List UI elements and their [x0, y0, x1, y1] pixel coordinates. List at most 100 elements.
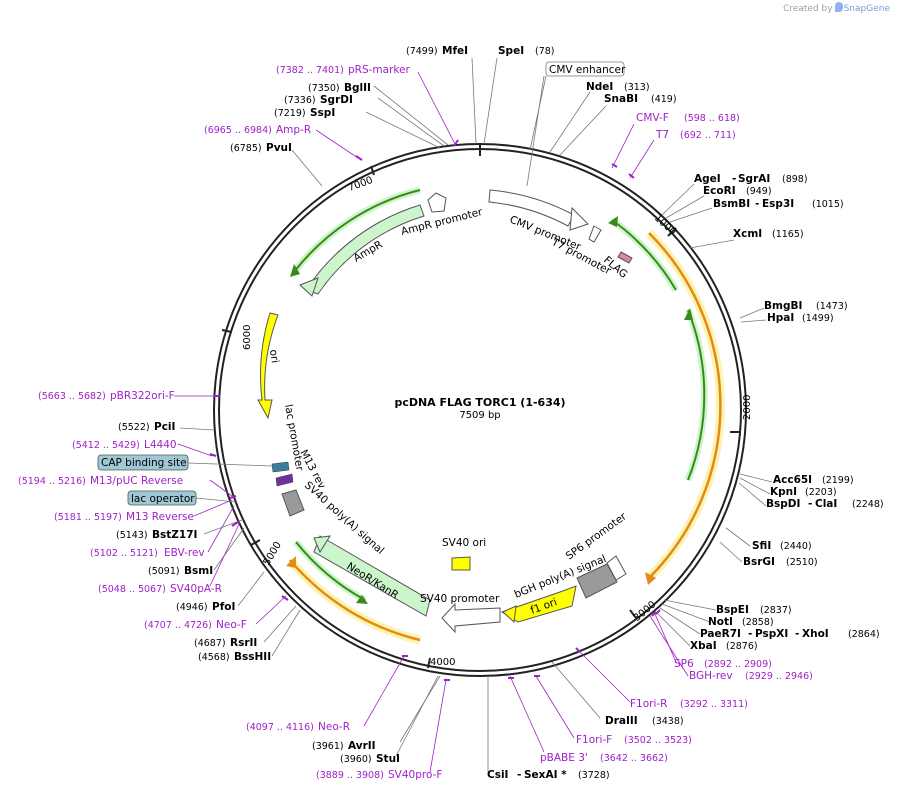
- tick-6000: [221, 329, 233, 333]
- sv40-polya-feature[interactable]: [281, 489, 305, 517]
- neor-kanr-head: [313, 535, 331, 554]
- primer-f1ori-r[interactable]: F1ori-R(3292 .. 3311): [630, 698, 748, 710]
- site-csii-sexai[interactable]: CsiI- SexAI *(3728): [487, 769, 610, 781]
- neor-kanr-feature[interactable]: [313, 535, 431, 617]
- site-ndei[interactable]: NdeI(313): [586, 81, 650, 93]
- primer-amp-r[interactable]: (6965 .. 6984)Amp-R: [204, 124, 311, 136]
- site-paer7i-pspxi-xhoi[interactable]: PaeR7I- PspXI- XhoI(2864): [700, 628, 880, 640]
- bgh-polya-feature[interactable]: [576, 563, 618, 599]
- primer-pbabe-3[interactable]: pBABE 3'(3642 .. 3662): [540, 752, 668, 764]
- plasmid-length: 7509 bp: [459, 410, 500, 421]
- site-bspei[interactable]: BspEI(2837): [716, 604, 792, 616]
- primer-t7[interactable]: T7(692 .. 711): [655, 129, 736, 141]
- ori-feature[interactable]: [257, 312, 279, 420]
- ampr-promoter-feature[interactable]: [427, 192, 447, 213]
- primer-ebv-rev[interactable]: (5102 .. 5121)EBV-rev: [90, 547, 205, 559]
- lower-orf-green-arrowhead: [356, 595, 368, 604]
- site-draiii[interactable]: DraIII(3438): [605, 715, 684, 727]
- primer-pbr322ori-f[interactable]: (5663 .. 5682)pBR322ori-F: [38, 390, 175, 402]
- f1-ori-head: [502, 605, 517, 624]
- label-ori: ori: [267, 349, 281, 364]
- f1-ori-feature[interactable]: [500, 585, 577, 623]
- site-mfei[interactable]: (7499)MfeI: [406, 45, 468, 57]
- tick-4000: [427, 657, 431, 669]
- site-sfii[interactable]: SfiI(2440): [752, 540, 812, 552]
- sv40-promoter-feature[interactable]: [441, 602, 501, 634]
- cmv-promoter-head: [569, 206, 589, 231]
- site-acc65i[interactable]: Acc65I(2199): [773, 474, 854, 486]
- site-xbai[interactable]: XbaI(2876): [690, 640, 758, 652]
- site-sspi[interactable]: (7219)SspI: [274, 107, 335, 119]
- svg-text:CAP binding site: CAP binding site: [101, 457, 187, 469]
- cap-binding-site-label[interactable]: CAP binding site: [97, 454, 189, 471]
- primer-neo-r[interactable]: (4097 .. 4116)Neo-R: [246, 721, 350, 733]
- label-sv40-ori: SV40 ori: [442, 537, 486, 549]
- site-bmgbi[interactable]: BmgBI(1473): [764, 300, 848, 312]
- lac-promoter-feature[interactable]: [271, 461, 290, 473]
- primer-sp6[interactable]: SP6(2892 .. 2909): [674, 658, 772, 670]
- primer-bgh-rev[interactable]: BGH-rev(2929 .. 2946): [689, 670, 813, 682]
- t7-promoter-feature[interactable]: [588, 225, 602, 243]
- primer-m13-puc-reverse[interactable]: (5194 .. 5216)M13/pUC Reverse: [18, 475, 183, 487]
- sp6-promoter-feature[interactable]: [606, 555, 627, 581]
- lac-operator-label[interactable]: lac operator: [127, 490, 197, 506]
- primer-neo-f[interactable]: (4707 .. 4726)Neo-F: [144, 619, 247, 631]
- site-noti[interactable]: NotI(2858): [708, 616, 774, 628]
- site-bsmbi-esp3i[interactable]: BsmBI- Esp3I(1015): [713, 198, 844, 210]
- ampr-orf-arc: [293, 189, 421, 273]
- primer-f1ori-f[interactable]: F1ori-F(3502 .. 3523): [576, 734, 692, 746]
- site-ecori[interactable]: EcoRI(949): [703, 185, 772, 197]
- site-avrii[interactable]: (3961)AvrII: [312, 740, 376, 752]
- primer-sv40pa-r[interactable]: (5048 .. 5067)SV40pA-R: [98, 583, 222, 595]
- site-bsmi[interactable]: (5091)BsmI: [148, 565, 213, 577]
- cmv-enhancer-label[interactable]: CMV enhancer: [545, 61, 626, 77]
- sv40-ori-feature[interactable]: [451, 556, 471, 571]
- svg-text:lac operator: lac operator: [131, 493, 195, 505]
- label-sv40-polya: SV40 poly(A) signal: [302, 479, 386, 557]
- site-rsrii[interactable]: (4687)RsrII: [194, 637, 257, 649]
- primer-l4440[interactable]: (5412 .. 5429)L4440: [72, 439, 177, 451]
- tick-marks: [221, 143, 740, 669]
- site-bsshii[interactable]: (4568)BssHII: [198, 651, 271, 663]
- site-bspdi-clai[interactable]: BspDI- ClaI(2248): [766, 498, 884, 510]
- site-pcii[interactable]: (5522)PciI: [118, 421, 175, 433]
- label-lac-promoter: lac promoter: [282, 403, 306, 472]
- site-bglii[interactable]: (7350)BglII: [308, 82, 371, 94]
- site-pvui[interactable]: (6785)PvuI: [230, 142, 292, 154]
- site-hpai[interactable]: HpaI(1499): [767, 312, 834, 324]
- site-bsrgi[interactable]: BsrGI(2510): [743, 556, 818, 568]
- tick-label-6000: 6000: [242, 325, 253, 350]
- site-snabi[interactable]: SnaBI(419): [604, 93, 677, 105]
- site-leader-lines: [179, 57, 773, 772]
- m13-rev-feature[interactable]: [275, 473, 294, 487]
- site-pfoi[interactable]: (4946)PfoI: [176, 601, 235, 613]
- ampr-feature-head: [299, 277, 319, 297]
- primer-m13-reverse[interactable]: (5181 .. 5197)M13 Reverse: [54, 511, 194, 523]
- tick-1000: [667, 227, 677, 237]
- lower-orf-orange-arc: [289, 559, 421, 642]
- orf-right-upper-arc: [611, 219, 677, 291]
- tick-7000: [370, 165, 375, 176]
- tick-label-2000: 2000: [742, 395, 753, 420]
- primer-prs-marker[interactable]: (7382 .. 7401)pRS-marker: [276, 64, 411, 76]
- flag-feature[interactable]: [617, 251, 633, 264]
- site-xcmi[interactable]: XcmI(1165): [733, 228, 804, 240]
- tick-label-5000: 5000: [262, 540, 284, 568]
- tick-5000: [250, 539, 261, 546]
- site-stui[interactable]: (3960)StuI: [340, 753, 400, 765]
- site-spei[interactable]: SpeI(78): [498, 45, 555, 57]
- primer-sv40pro-f[interactable]: (3889 .. 3908)SV40pro-F: [316, 769, 442, 781]
- orf-right-upper-arrowhead: [608, 216, 618, 227]
- site-bstz17i[interactable]: (5143)BstZ17I: [116, 529, 197, 541]
- site-sgrdi[interactable]: (7336)SgrDI: [284, 94, 353, 106]
- site-agei-sgrai[interactable]: AgeI- SgrAI(898): [694, 173, 808, 185]
- lower-orf-orange-arrowhead: [286, 556, 296, 568]
- primer-cmv-f[interactable]: CMV-F(598 .. 618): [636, 112, 740, 124]
- label-sv40-promoter: SV40 promoter: [420, 593, 500, 605]
- torc1-orf-arrowhead: [645, 572, 656, 585]
- tick-label-4000: 4000: [430, 657, 455, 668]
- site-kpni[interactable]: KpnI(2203): [770, 486, 837, 498]
- lower-orf-green-arc: [295, 541, 366, 601]
- cap-binding-site-leader: [187, 462, 273, 467]
